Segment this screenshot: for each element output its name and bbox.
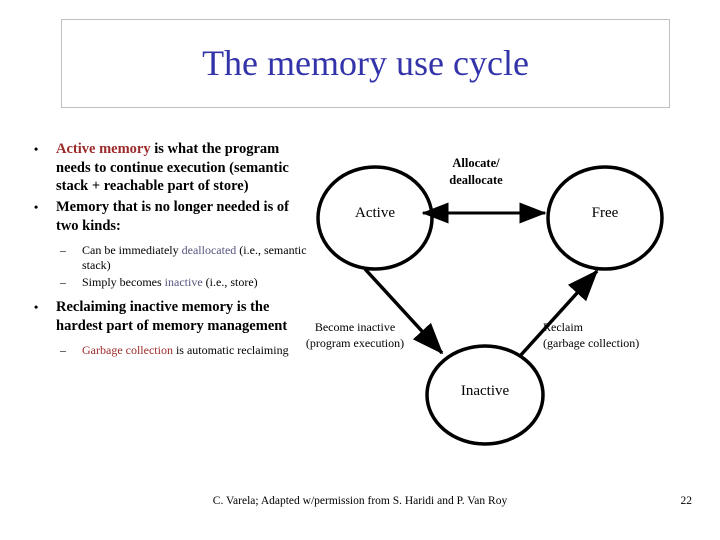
edge-inactive-free [518,269,599,358]
bullet-text: Can be immediately deallocated (i.e., se… [82,243,312,275]
bullet-marker-icon: – [60,342,66,357]
bullet-text-segment: deallocated [181,242,237,257]
bullet-text-segment: is automatic reclaiming [172,342,289,357]
edge-label-allocate-line2: deallocate [449,172,503,187]
page-title: The memory use cycle [202,42,529,83]
node-label-active: Active [355,205,395,221]
bullet-item: • Memory that is no longer needed is of t… [22,198,312,235]
bullet-marker-icon: – [60,242,66,257]
edge-label-become-line2: (program execution) [305,335,405,350]
edge-active-inactive [363,267,444,355]
bullet-text-segment: Memory that is no longer needed is of tw… [56,199,289,234]
title-box: The memory use cycle [61,19,670,108]
node-free-circle [546,165,664,271]
node-label-inactive: Inactive [460,383,510,399]
footer-credit-text: C. Varela; Adapted w/permission from S. … [212,495,508,507]
diagram-graphics [316,165,664,446]
bullet-item: – Garbage collection is automatic reclaim… [22,343,312,359]
edge-label-reclaim-line1: Reclaim [543,320,583,334]
bullet-text: Garbage collection is automatic reclaimi… [82,343,312,359]
edge-label-become-inactive: Become inactive (program execution) [265,320,445,352]
bullet-item: • Active memory is what the program needs… [22,140,312,196]
bullet-item: – Can be immediately deallocated (i.e., s… [22,243,312,275]
bullet-text-segment: (i.e., semantic stack) [82,242,307,273]
bullet-marker-icon: • [34,300,39,315]
bullet-text-segment: Can be immediately [82,242,182,257]
bullet-text-segment: is what the program needs to continue ex… [56,141,289,195]
bullet-text: Active memory is what the program needs … [56,140,312,196]
node-inactive-circle [425,344,545,446]
bullet-text-segment: Active memory [56,141,151,157]
bullet-marker-icon: • [34,200,39,215]
bullet-text: Memory that is no longer needed is of tw… [56,198,312,235]
edge-label-become-line1: Become inactive [314,320,396,334]
bullet-marker-icon: – [60,275,66,290]
bullet-text-segment: inactive [164,275,203,290]
edge-label-allocate-line1: Allocate/ [452,156,500,170]
body-bullet-list: • Active memory is what the program needs… [22,140,312,360]
bullet-text-segment: Reclaiming inactive memory is the hardes… [56,299,288,335]
edge-label-reclaim-line2: (garbage collection) [543,335,640,350]
bullet-item: – Simply becomes inactive (i.e., store) [22,275,312,291]
bullet-text: Simply becomes inactive (i.e., store) [82,275,312,291]
bullet-text: Reclaiming inactive memory is the hardes… [56,298,312,335]
memory-cycle-diagram: Active Free Inactive Allocate/ deallocat… [290,145,720,455]
edge-label-allocate-deallocate: Allocate/ deallocate [421,155,531,188]
bullet-text-segment: (i.e., store) [202,275,258,290]
node-label-free: Free [591,205,619,221]
bullet-text-segment: Garbage collection [82,342,173,357]
bullet-marker-icon: • [34,142,39,156]
slide-footer: C. Varela; Adapted w/permission from S. … [0,495,720,515]
bullet-item: • Reclaiming inactive memory is the harde… [22,298,312,335]
edge-label-reclaim: Reclaim (garbage collection) [543,320,720,352]
footer-page-number: 22 [680,495,693,507]
bullet-text-segment: Simply becomes [82,275,165,290]
